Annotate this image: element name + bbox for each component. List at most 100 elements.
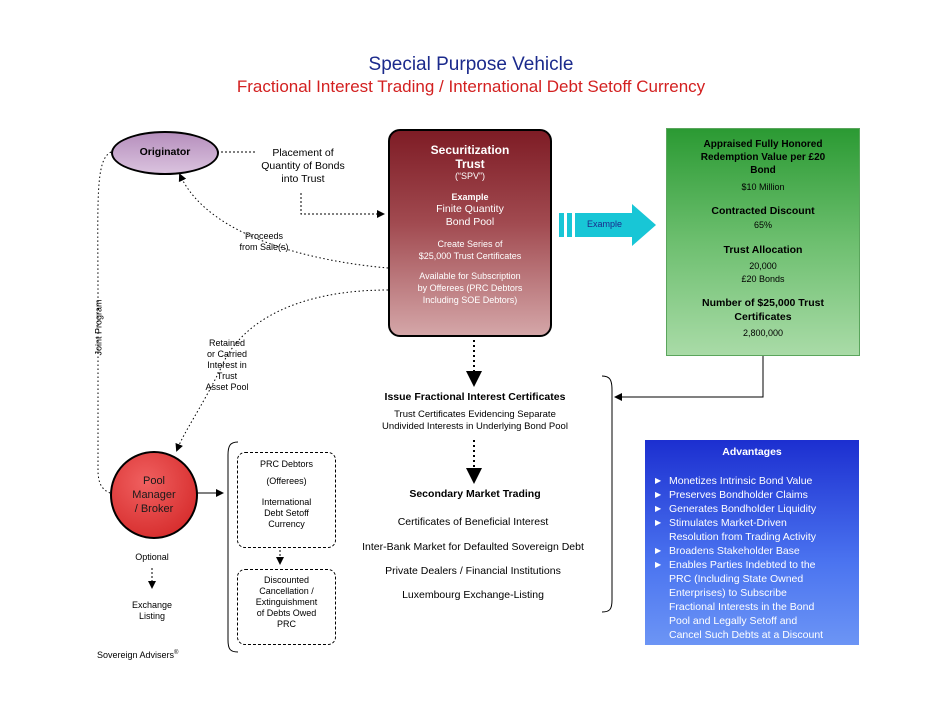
discounted-line: of Debts Owed bbox=[256, 608, 317, 618]
retained-line: or Carried bbox=[206, 349, 247, 359]
placement-line: Quantity of Bonds bbox=[261, 160, 345, 172]
pool-manager-node: Pool Manager / Broker bbox=[110, 451, 198, 539]
secondary-heading: Secondary Market Trading bbox=[409, 488, 541, 500]
example-block-arrow bbox=[559, 204, 656, 246]
advantage-item: ▶ Monetizes Intrinsic Bond Value bbox=[645, 474, 859, 488]
discounted-line: PRC bbox=[276, 619, 296, 629]
spv-abbrev: (“SPV”) bbox=[455, 171, 485, 181]
spv-example-label: Example bbox=[451, 192, 489, 202]
appraised-value: $10 Million bbox=[741, 182, 785, 192]
discounted-line: Cancellation / bbox=[259, 586, 314, 596]
prc-intl-line: Debt Setoff bbox=[264, 508, 309, 518]
pool-label-line: / Broker bbox=[134, 503, 174, 515]
prc-intl-line: International bbox=[261, 497, 312, 507]
spv-title-trust: Trust bbox=[455, 157, 485, 171]
retained-line: Trust bbox=[216, 371, 238, 381]
certs-heading: Certificates bbox=[734, 311, 792, 323]
exchange-line: Listing bbox=[138, 611, 165, 621]
registered-mark: ® bbox=[174, 650, 179, 656]
originator-label: Originator bbox=[139, 146, 191, 158]
proceeds-line: from Sale(s) bbox=[239, 242, 289, 252]
secondary-brace bbox=[601, 375, 613, 613]
secondary-item: Certificates of Beneficial Interest bbox=[397, 516, 549, 528]
advantage-line: Monetizes Intrinsic Bond Value bbox=[669, 475, 813, 487]
joint-program-label: Joint Program bbox=[93, 299, 104, 356]
appraised-box: Appraised Fully Honored Redemption Value… bbox=[666, 128, 860, 356]
exchange-listing: Exchange Listing bbox=[117, 600, 187, 622]
discount-heading: Contracted Discount bbox=[711, 205, 815, 217]
retained-curve bbox=[175, 289, 389, 452]
pool-label-line: Manager bbox=[132, 489, 176, 501]
spv-available-line: Available for Subscription bbox=[419, 271, 521, 281]
advantage-line: Resolution from Trading Activity bbox=[669, 531, 817, 543]
allocation-value: £20 Bonds bbox=[741, 274, 785, 284]
bullet-icon: ▶ bbox=[655, 546, 662, 555]
placement-line: Placement of bbox=[272, 147, 334, 159]
bullet-icon: ▶ bbox=[655, 518, 662, 527]
issue-section: Issue Fractional Interest Certificates T… bbox=[350, 391, 600, 433]
advantages-list: ▶ Monetizes Intrinsic Bond Value ▶ Preserv… bbox=[645, 474, 859, 642]
prc-brace bbox=[227, 441, 239, 653]
prc-title: PRC Debtors bbox=[259, 459, 313, 469]
footer-text: Sovereign Advisers bbox=[97, 650, 175, 660]
issue-line: Trust Certificates Evidencing Separate bbox=[394, 409, 556, 420]
page-subtitle: Fractional Interest Trading / Internatio… bbox=[236, 77, 706, 96]
advantage-line: Pool and Legally Setoff and bbox=[669, 615, 798, 627]
issue-heading: Issue Fractional Interest Certificates bbox=[384, 391, 566, 403]
bullet-icon: ▶ bbox=[655, 476, 662, 485]
secondary-item: Private Dealers / Financial Institutions bbox=[385, 565, 561, 577]
secondary-item: Inter-Bank Market for Defaulted Sovereig… bbox=[362, 541, 584, 553]
advantage-item: ▶ Broadens Stakeholder Base bbox=[645, 544, 859, 558]
spv-finite-line: Finite Quantity bbox=[436, 203, 504, 215]
proceeds-curve bbox=[178, 173, 389, 269]
page-title: Special Purpose Vehicle bbox=[368, 54, 574, 75]
bullet-icon: ▶ bbox=[655, 560, 662, 569]
spv-series-line: $25,000 Trust Certificates bbox=[418, 251, 522, 261]
placement-text: Placement of Quantity of Bonds into Trus… bbox=[248, 147, 358, 186]
prc-offerees: (Offerees) bbox=[266, 476, 307, 486]
advantage-line: Preserves Bondholder Claims bbox=[669, 489, 808, 501]
issue-line: Undivided Interests in Underlying Bond P… bbox=[382, 421, 568, 432]
bullet-icon: ▶ bbox=[655, 490, 662, 499]
prc-intl-line: Currency bbox=[268, 519, 305, 529]
green-to-issue-arrow bbox=[614, 354, 764, 401]
advantages-box: Advantages ▶ Monetizes Intrinsic Bond Val… bbox=[645, 440, 859, 645]
secondary-item: Luxembourg Exchange-Listing bbox=[402, 589, 544, 601]
advantage-line: Generates Bondholder Liquidity bbox=[669, 503, 817, 515]
advantage-line: Stimulates Market-Driven bbox=[669, 517, 787, 529]
discounted-box: Discounted Cancellation / Extinguishment… bbox=[237, 569, 336, 645]
appraised-heading-line: Redemption Value per £20 bbox=[700, 152, 826, 163]
spv-available-line: Including SOE Debtors) bbox=[422, 295, 518, 305]
footer-brand: Sovereign Advisers® bbox=[97, 648, 178, 661]
advantage-item: ▶Generates Bondholder Liquidity bbox=[645, 502, 859, 516]
joint-program-curve bbox=[97, 151, 112, 494]
advantage-line: Enables Parties Indebted to the bbox=[669, 559, 816, 571]
retained-line: Asset Pool bbox=[205, 382, 249, 392]
proceeds-text: Proceeds from Sale(s) bbox=[232, 231, 296, 253]
proceeds-line: Proceeds bbox=[244, 231, 284, 241]
exchange-line: Exchange bbox=[131, 600, 173, 610]
allocation-heading: Trust Allocation bbox=[723, 244, 803, 256]
certs-heading: Number of $25,000 Trust bbox=[702, 297, 824, 309]
discount-value: 65% bbox=[753, 220, 772, 230]
retained-line: Interest in bbox=[207, 360, 247, 370]
advantage-line: Enterprises) to Subscribe bbox=[669, 587, 787, 599]
originator-node: Originator bbox=[111, 131, 219, 175]
allocation-value: 20,000 bbox=[749, 261, 777, 271]
discounted-line: Discounted bbox=[263, 575, 310, 585]
advantage-line: Fractional Interests in the Bond bbox=[669, 601, 815, 613]
spv-finite-line: Bond Pool bbox=[445, 216, 495, 228]
prc-debtors-box: PRC Debtors (Offerees) International Deb… bbox=[237, 452, 336, 548]
advantage-line: PRC (Including State Owned bbox=[669, 573, 804, 585]
advantages-heading: Advantages bbox=[722, 446, 782, 458]
advantage-item: ▶ Preserves Bondholder Claims bbox=[645, 488, 859, 502]
advantage-line: Broadens Stakeholder Base bbox=[669, 545, 800, 557]
advantage-line: Cancel Such Debts at a Discount bbox=[669, 629, 824, 641]
optional-label: Optional bbox=[135, 552, 169, 562]
retained-text: Retained or Carried Interest in Trust As… bbox=[198, 338, 256, 393]
placement-line: into Trust bbox=[281, 173, 325, 185]
spv-title: Securitization bbox=[430, 143, 510, 157]
